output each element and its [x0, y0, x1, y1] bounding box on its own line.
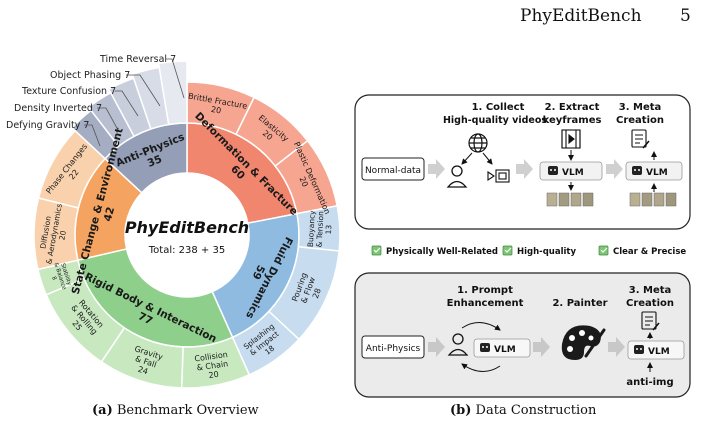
- page-number: 5: [680, 6, 691, 26]
- painter-step: 2. Painter: [552, 298, 607, 309]
- anti-img-label: anti-img: [626, 377, 673, 388]
- outer-label-3: Buoyancy& Tension13: [306, 210, 334, 249]
- vlm-label-top-2: VLM: [646, 168, 668, 178]
- robot-icon: [480, 343, 490, 352]
- document-edit-icon: [631, 129, 650, 149]
- legend-density-inverted: Density Inverted 7: [14, 103, 102, 114]
- meta-creation-sub-bottom: Creation: [626, 298, 674, 309]
- meta-creation-sub-top: Creation: [616, 115, 664, 126]
- document-edit-icon: [641, 311, 660, 331]
- normal-data-label: Normal-data: [365, 166, 421, 176]
- arrow-globe-video: [482, 152, 493, 165]
- robot-icon: [632, 166, 642, 175]
- legend-time-reversal: Time Reversal 7: [99, 54, 176, 65]
- arrow-bottom-2: [533, 337, 550, 357]
- anti-physics-legend: Time Reversal 7 Object Phasing 7 Texture…: [6, 54, 185, 147]
- collect-step: 1. Collect: [472, 102, 525, 113]
- anti-physics-box: [361, 335, 425, 359]
- center-total: Total: 238 + 35: [148, 245, 225, 256]
- arrow-top-2: [516, 159, 533, 179]
- data-construction-figure: Normal-data 1. Collect High-quality vide…: [354, 94, 691, 398]
- legend-object-phasing: Object Phasing 7: [50, 70, 130, 81]
- collect-step-sub: High-quality videos: [443, 115, 547, 126]
- extract-step-sub: keyframes: [543, 115, 602, 126]
- keyframe-thumbnails: [546, 192, 594, 207]
- check-icon: [598, 245, 609, 256]
- caption-b-text: Data Construction: [475, 403, 597, 418]
- running-title: PhyEditBench: [520, 6, 642, 26]
- outer-label-6: Collision& Chain20: [194, 350, 231, 382]
- meta-creation-step-top: 3. Meta: [619, 102, 662, 113]
- person-icon: [447, 333, 469, 356]
- vlm-label-bottom-2: VLM: [648, 347, 670, 357]
- arrow-globe-person: [461, 152, 473, 165]
- criterion-clear-precise: Clear & Precise: [613, 247, 686, 257]
- video-stack-icon: [487, 169, 510, 183]
- normal-data-panel: [354, 94, 691, 230]
- arrow-top-3: [606, 159, 623, 179]
- leader-defying-gravity: [84, 124, 101, 147]
- leader-time-reversal: [166, 58, 185, 99]
- benchmark-overview-figure: PhyEditBench Total: 238 + 35 Deformation…: [6, 54, 341, 389]
- anti-outer-wedge-4: [157, 60, 188, 126]
- film-strip-icon: [561, 129, 581, 149]
- vlm-label-bottom-1: VLM: [494, 345, 516, 355]
- globe-icon: [468, 133, 488, 153]
- robot-icon: [548, 166, 558, 175]
- arrow-top-1: [428, 159, 445, 179]
- anti-physics-outer-wedges: [70, 60, 188, 160]
- arrow-bottom-1: [428, 337, 445, 357]
- vlm-label-top-1: VLM: [562, 168, 584, 178]
- leader-texture-confusion: [115, 90, 139, 117]
- criteria-row: Physically Well-Related High-quality Cle…: [371, 245, 686, 257]
- person-icon: [446, 165, 468, 188]
- extract-step: 2. Extract: [545, 102, 600, 113]
- legend-texture-confusion: Texture Confusion 7: [21, 86, 116, 97]
- caption-a-tag: (a): [92, 403, 113, 418]
- arrow-bottom-3: [608, 337, 625, 357]
- criterion-physically-related: Physically Well-Related: [386, 247, 498, 257]
- anti-physics-panel: [354, 272, 691, 398]
- loop-arrow-bottom: [461, 363, 501, 372]
- leader-density-inverted: [97, 107, 119, 131]
- palette-icon: [561, 325, 606, 360]
- sunburst-wedges: [33, 81, 341, 389]
- anti-physics-label: Anti-Physics: [366, 344, 421, 354]
- criterion-high-quality: High-quality: [517, 247, 576, 257]
- center-disc: [125, 173, 249, 297]
- caption-b: (b) Data Construction: [450, 403, 596, 418]
- check-icon: [371, 245, 382, 256]
- robot-icon: [634, 345, 644, 354]
- legend-defying-gravity: Defying Gravity 7: [6, 120, 89, 131]
- caption-b-tag: (b): [450, 403, 472, 418]
- loop-arrow-top: [461, 322, 501, 331]
- meta-thumbnails: [629, 192, 677, 207]
- prompt-step-sub: Enhancement: [447, 298, 524, 309]
- caption-a-text: Benchmark Overview: [116, 403, 259, 418]
- normal-data-box: [361, 157, 425, 181]
- prompt-step: 1. Prompt: [457, 285, 513, 296]
- meta-creation-step-bottom: 3. Meta: [629, 285, 672, 296]
- check-icon: [502, 245, 513, 256]
- center-title: PhyEditBench: [125, 218, 249, 237]
- leader-object-phasing: [126, 74, 161, 107]
- caption-a: (a) Benchmark Overview: [92, 403, 259, 418]
- page-header: PhyEditBench 5: [0, 2, 701, 28]
